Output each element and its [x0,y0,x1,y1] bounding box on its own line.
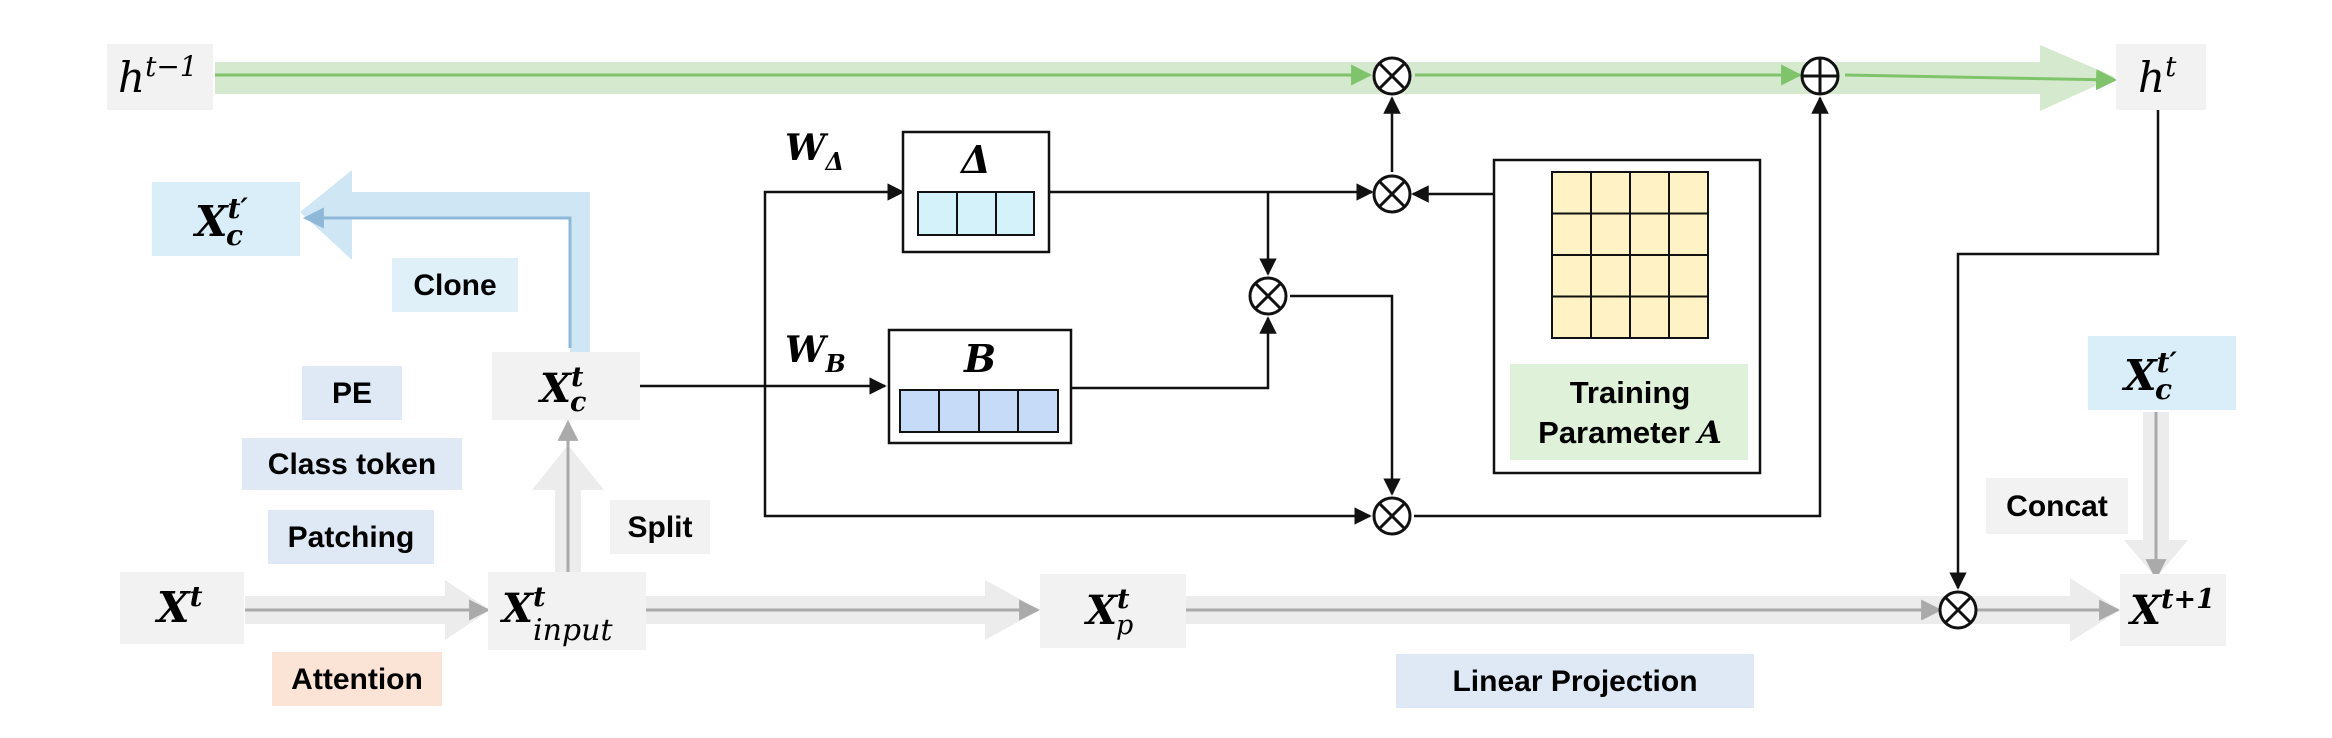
multiply-operator [1372,174,1412,214]
xc-concat-node: Xt′ c [2088,336,2236,410]
svg-text:Xt+1: Xt+1 [2127,584,2215,634]
delta-block: Δ [901,130,1051,254]
svg-text:ht: ht [2138,50,2177,102]
delta-title: Δ [959,137,990,182]
multiply-operator [1938,590,1978,630]
svg-text:Attention: Attention [291,663,423,696]
x-t-node: Xt [120,572,244,644]
h-next-node: ht [2116,44,2206,110]
svg-text:Clone: Clone [413,269,496,302]
w-b-label: WB [785,329,846,378]
linear-projection-label: Linear Projection [1396,654,1754,708]
parameter-matrix [1551,171,1709,339]
xc-clone-node: Xt′ c [152,182,300,256]
b-block: B [887,328,1073,445]
svg-text:Split: Split [628,511,693,544]
svg-text:Linear Projection: Linear Projection [1452,665,1697,698]
svg-text:c: c [570,387,586,418]
multiply-operator [1372,496,1412,536]
clone-label: Clone [392,258,518,312]
svg-text:ht−1: ht−1 [118,50,198,102]
training-parameter-label-bg [1510,364,1748,460]
operators [1248,56,1978,630]
b-vector [899,389,1059,433]
multiply-operator [1372,56,1412,96]
svg-text:Xt: Xt [537,362,584,412]
xc-node: Xt c [492,352,640,420]
w-delta-label: WΔ [785,127,844,176]
h-prev-node: ht−1 [107,44,213,110]
hidden-state-flow [215,45,2118,111]
svg-text:Xt: Xt [1083,584,1130,634]
concat-label: Concat [1986,478,2128,534]
svg-text:Xt: Xt [499,582,546,632]
add-operator [1800,56,1840,96]
svg-text:Xt: Xt [154,580,203,632]
x-p-node: Xt p [1040,574,1186,648]
training-label-line1: Training [1570,375,1691,410]
svg-text:Patching: Patching [288,521,415,554]
pe-label: PE [302,366,402,420]
x-input-node: Xt input [488,572,646,650]
token-flow [245,412,2188,642]
x-next-node: Xt+1 [2120,574,2226,646]
svg-text:Concat: Concat [2006,490,2108,523]
svg-text:Class token: Class token [268,448,436,481]
delta-vector [917,191,1035,236]
class-token-label: Class token [242,438,462,490]
clone-flow [300,170,590,352]
svg-text:input: input [533,613,613,648]
svg-text:c: c [226,219,243,252]
patching-label: Patching [268,510,434,564]
multiply-operator [1248,276,1288,316]
svg-text:Xt′: Xt′ [192,192,249,246]
split-label: Split [610,500,710,554]
svg-text:p: p [1116,610,1133,641]
attention-label: Attention [272,652,442,706]
connections [640,96,2160,590]
svg-text:Xt′: Xt′ [2121,346,2178,400]
svg-text:PE: PE [332,377,372,410]
svg-text:c: c [2155,373,2172,406]
b-title: B [963,336,996,381]
